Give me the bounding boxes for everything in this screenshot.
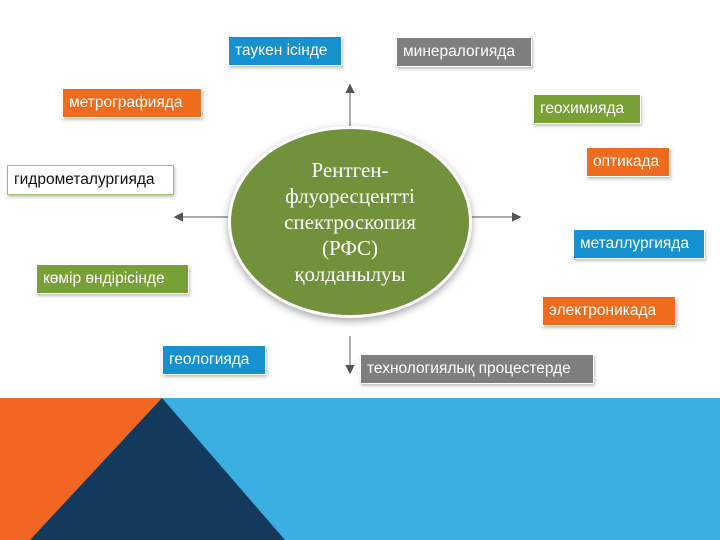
label-metrography: метрографияда (62, 88, 202, 118)
label-technology: технологиялық процестерде (360, 354, 594, 384)
label-mineralogy: минералогияда (396, 37, 532, 67)
label-coal: көмір өндірісінде (36, 264, 189, 294)
label-geochemistry: геохимияда (533, 94, 641, 124)
center-circle: Рентген- флуоресцентті спектроскопия (РФ… (228, 126, 472, 318)
label-optics: оптикада (586, 147, 670, 177)
footer-orange-band (0, 398, 162, 540)
center-title: Рентген- флуоресцентті спектроскопия (РФ… (284, 158, 416, 286)
label-geology: геологияда (162, 345, 266, 375)
label-electronics: электроникада (542, 296, 676, 326)
footer-dark-band (30, 398, 285, 540)
label-mining: таукен ісінде (228, 36, 342, 66)
label-metallurgy: металлургияда (573, 229, 705, 259)
label-hydrometallurgy: гидрометалургияда (7, 165, 174, 195)
